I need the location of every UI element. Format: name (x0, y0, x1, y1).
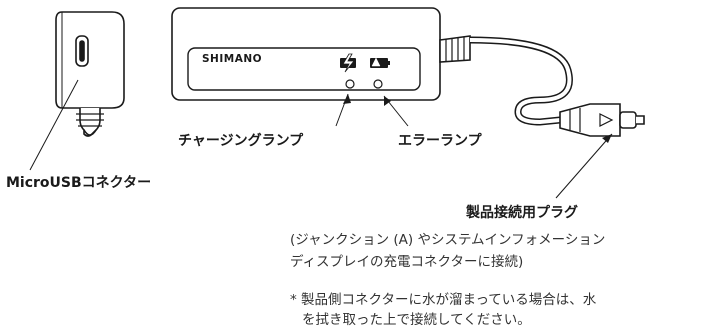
plug-description-line2: ディスプレイの充電コネクターに接続) (290, 254, 524, 270)
leader-arrowheads (343, 94, 612, 143)
water-note-line2: を拭き取った上で接続してください。 (302, 312, 531, 328)
error-lamp-label: エラーランプ (398, 133, 482, 149)
micro-usb-label: MicroUSBコネクター (6, 175, 152, 191)
water-note-line1: * 製品側コネクターに水が溜まっている場合は、水 (290, 292, 597, 308)
product-plug-label: 製品接続用プラグ (466, 205, 578, 221)
charge-lamp (345, 79, 355, 89)
charge-icon (340, 53, 356, 73)
error-battery-icon (370, 57, 390, 68)
error-lamp (373, 79, 383, 89)
charger-body (171, 7, 645, 137)
plug-description-line1: (ジャンクション (A) やシステムインフォメーション (290, 232, 606, 248)
brand-logo: SHIMANO (202, 53, 262, 65)
charger-side-view (55, 11, 125, 137)
charge-lamp-label: チャージングランプ (178, 133, 304, 149)
